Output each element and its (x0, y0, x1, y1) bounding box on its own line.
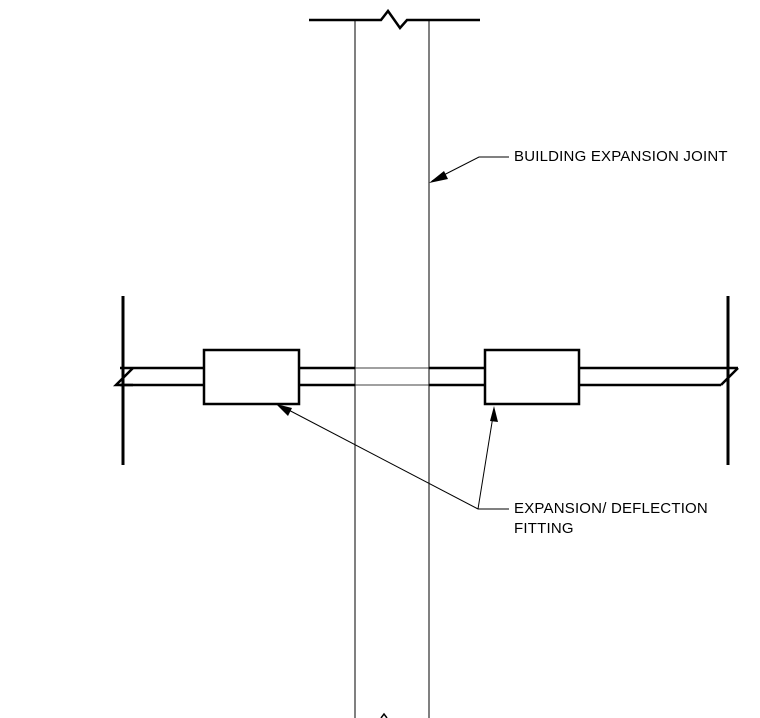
fitting-label-line-1: EXPANSION/ DEFLECTION (514, 500, 708, 517)
joint-leader-arrowhead (429, 171, 448, 183)
left-expansion-fitting (202, 348, 301, 406)
fitting-leader-arrowhead-left (276, 404, 292, 416)
expansion-deflection-fitting-label: EXPANSION/ DEFLECTION FITTING (514, 499, 708, 539)
joint-leader-line (431, 156, 509, 182)
fitting-leader-line-left (280, 405, 479, 510)
top-break-line (309, 8, 480, 31)
bottom-break-mark (380, 712, 388, 718)
pipe-right-break (720, 367, 739, 386)
fitting-leader-line-right (477, 409, 495, 510)
fitting-leader-arrowhead-right (490, 406, 498, 422)
right-expansion-fitting (483, 348, 581, 406)
fitting-label-line-2: FITTING (514, 520, 574, 537)
building-expansion-joint-label: BUILDING EXPANSION JOINT (514, 148, 728, 165)
